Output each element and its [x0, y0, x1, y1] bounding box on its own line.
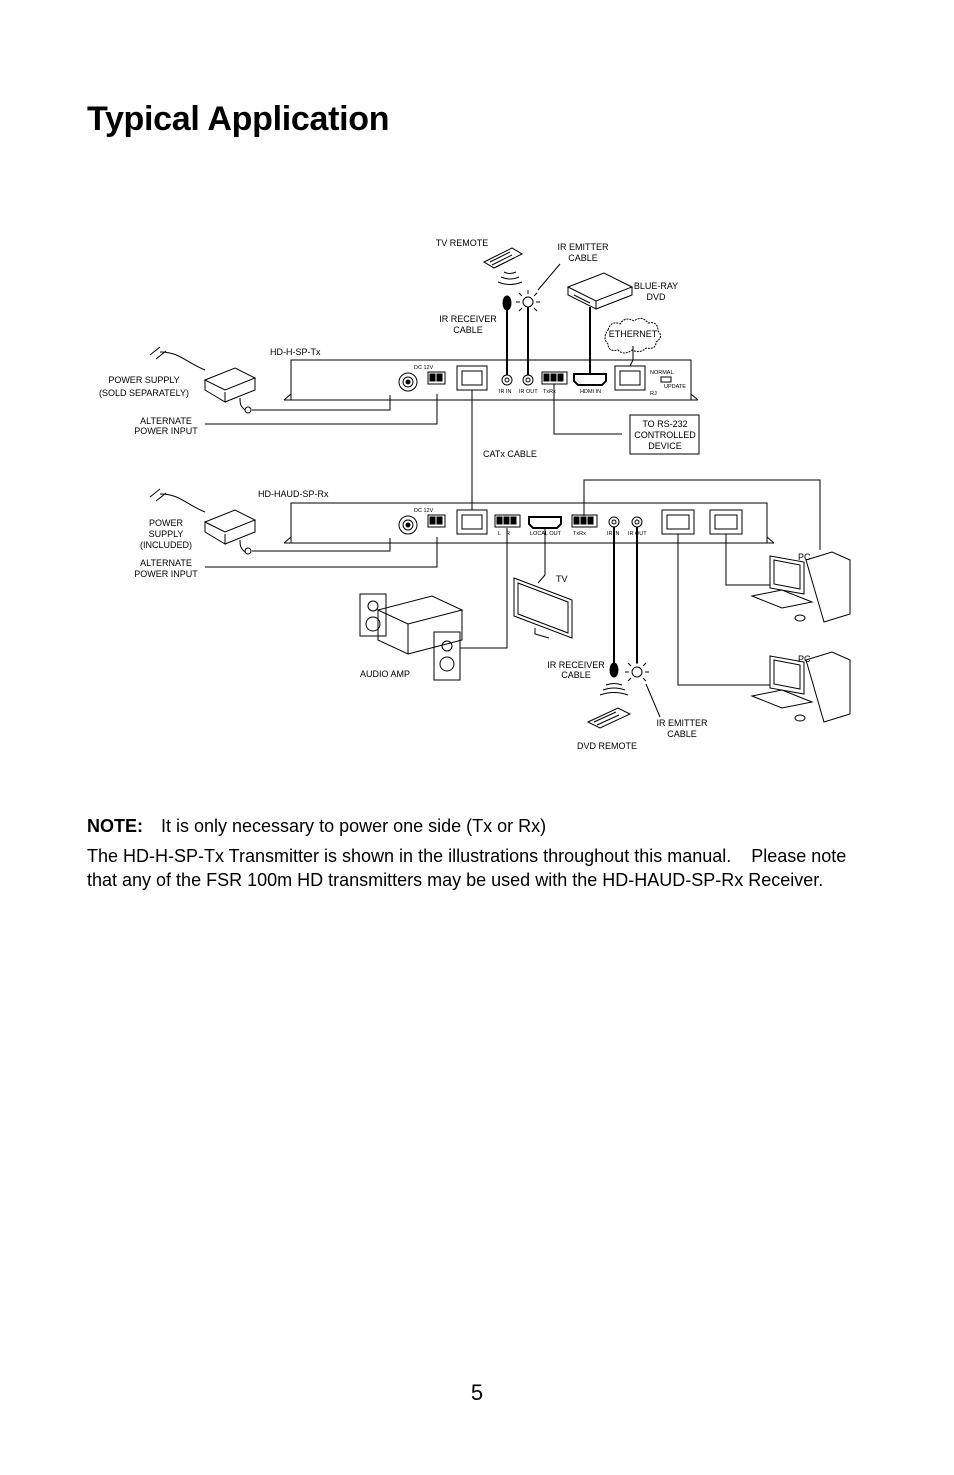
rs232-label-3: DEVICE: [648, 441, 682, 451]
ir-emitter-cable-rx-label-2: CABLE: [667, 729, 697, 739]
tx-rj-label: RJ: [650, 391, 657, 397]
catx-cable-label: CATx CABLE: [483, 449, 537, 459]
tx-ir-out-label: IR OUT: [519, 389, 538, 395]
page-number: 5: [470, 1380, 484, 1405]
pc-1-label: PC: [798, 552, 811, 562]
rx-r-label: R: [506, 531, 510, 537]
ir-receiver-cable-tx-label-1: IR RECEIVER: [439, 314, 497, 324]
rx-unit: [283, 502, 775, 544]
tx-ir-in-label: IR IN: [499, 389, 512, 395]
tx-txrx-label: TxRx: [543, 389, 556, 395]
audio-amp-label: AUDIO AMP: [360, 669, 410, 679]
bluray-label-1: BLUE-RAY: [634, 281, 678, 291]
dvd-remote-icon: [586, 683, 632, 729]
ir-receiver-cable-rx-label-2: CABLE: [561, 670, 591, 680]
rx-txrx-label: TxRx: [573, 531, 586, 537]
body-paragraph: The HD-H-SP-Tx Transmitter is shown in t…: [87, 846, 852, 890]
bluray-dvd-icon: [566, 272, 634, 310]
pc-2-icon: [750, 651, 851, 723]
application-diagram: TV REMOTE IR EMITTER CABLE BLUE-RAY DVD …: [99, 238, 851, 751]
alt-power-tx-label-1: ALTERNATE: [140, 416, 192, 426]
tx-dc12v-label: DC 12V: [414, 365, 434, 371]
pc-1-icon: [750, 551, 851, 623]
ir-receiver-cable-tx-label-2: CABLE: [453, 325, 483, 335]
tx-hdmi-in-label: HDMI IN: [580, 389, 601, 395]
ir-receiver-cable-rx-label-1: IR RECEIVER: [547, 660, 605, 670]
power-supply-rx-label-1: POWER: [149, 518, 184, 528]
power-supply-rx-icon: [149, 488, 391, 555]
ir-emitter-cable-tx-label-2: CABLE: [568, 253, 598, 263]
rx-dc12v-label: DC 12V: [414, 508, 434, 514]
note: NOTE: It is only necessary to power one s…: [87, 814, 877, 838]
alt-power-rx-label-1: ALTERNATE: [140, 558, 192, 568]
tx-unit: [283, 359, 699, 401]
ethernet-cloud-icon: [604, 317, 662, 354]
power-supply-rx-label-3: (INCLUDED): [140, 540, 192, 550]
rx-ir-in-label: IR IN: [607, 531, 620, 537]
rx-l-label: L: [498, 531, 501, 537]
tx-normal-label: NORMAL: [650, 370, 674, 376]
power-supply-tx-label-1: POWER SUPPLY: [108, 375, 179, 385]
rx-local-out-label: LOCAL OUT: [530, 531, 562, 537]
note-text: It is only necessary to power one side (…: [161, 816, 547, 836]
bluray-label-2: DVD: [646, 292, 666, 302]
pc-2-label: PC: [798, 654, 811, 664]
ir-emitter-cable-tx-label-1: IR EMITTER: [558, 242, 609, 252]
tv-label: TV: [556, 574, 568, 584]
tv-remote-label: TV REMOTE: [436, 238, 489, 248]
page-title: Typical Application: [87, 100, 390, 138]
power-supply-rx-label-2: SUPPLY: [149, 529, 184, 539]
alt-power-tx-label-2: POWER INPUT: [134, 426, 198, 436]
rs232-label-1: TO RS-232: [642, 419, 687, 429]
audio-amp-icon: [359, 593, 464, 681]
power-supply-tx-icon: [149, 346, 391, 414]
rx-ir-out-label: IR OUT: [628, 531, 647, 537]
rs232-label-2: CONTROLLED: [634, 430, 696, 440]
tv-icon: [513, 577, 573, 639]
rx-model-label: HD-HAUD-SP-Rx: [258, 489, 329, 499]
tx-model-label: HD-H-SP-Tx: [270, 347, 321, 357]
ir-emitter-cable-rx-label-1: IR EMITTER: [657, 718, 708, 728]
note-label: NOTE:: [87, 816, 143, 836]
tv-remote-icon: [482, 247, 524, 285]
tx-update-label: UPDATE: [664, 384, 686, 390]
alt-power-rx-label-2: POWER INPUT: [134, 569, 198, 579]
dvd-remote-label: DVD REMOTE: [577, 741, 637, 751]
power-supply-tx-label-2: (SOLD SEPARATELY): [99, 388, 189, 398]
ethernet-label: ETHERNET: [609, 329, 658, 339]
